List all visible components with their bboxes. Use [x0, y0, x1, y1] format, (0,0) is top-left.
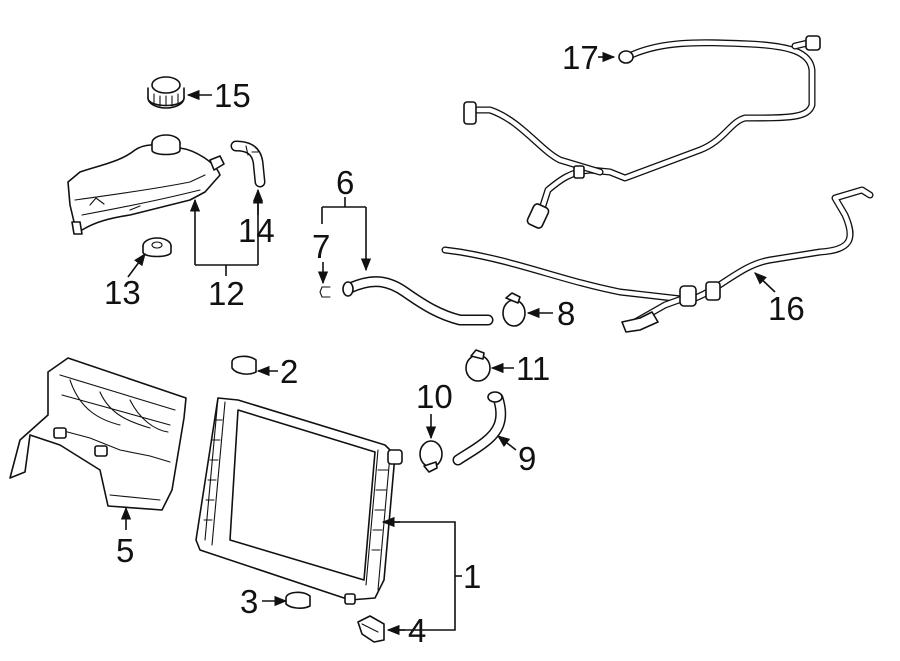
leader-16: [754, 272, 776, 293]
leader-12-bracket: [195, 264, 258, 276]
part-15-reservoir-cap: [147, 76, 185, 109]
part-5-air-deflector: [9, 357, 187, 511]
part-14-reservoir-hose: [230, 140, 266, 188]
callout-15: 15: [214, 77, 251, 114]
callout-17: 17: [562, 39, 599, 76]
part-2-insulator: [231, 355, 257, 375]
callout-6: 6: [336, 164, 354, 201]
part-3-insulator: [285, 591, 311, 609]
callout-3: 3: [240, 583, 258, 620]
pipe-connector-fitting: [526, 203, 550, 229]
reservoir-mount-tab: [71, 221, 83, 235]
leader-13: [127, 252, 146, 278]
pipe-top-fitting: [805, 35, 821, 51]
pipe-coupling-b: [705, 281, 721, 301]
part-4-drain-valve: [357, 615, 385, 643]
part-13-cushion: [142, 237, 172, 258]
callout-1: 1: [463, 558, 481, 595]
part-17-vent-pipe: [463, 35, 821, 229]
reservoir-outlet: [209, 155, 225, 171]
callout-2: 2: [280, 353, 298, 390]
part-16-coolant-pipe: [441, 186, 874, 333]
pipe-coupling-a: [679, 285, 697, 307]
callout-5: 5: [116, 532, 134, 569]
part-10-clamp: [419, 440, 443, 473]
leader-9: [496, 435, 517, 451]
callout-labels: 17 15 14 12 13 6 7 8 11 10 9 2 5 1 4 3 1…: [104, 39, 805, 649]
callout-16: 16: [768, 290, 805, 327]
pipe-end-fitting-17: [618, 50, 634, 64]
part-1-radiator: [195, 397, 403, 605]
leader-lines: [120, 51, 776, 636]
part-9-lower-hose: [452, 391, 507, 466]
callout-10: 10: [416, 378, 453, 415]
callout-8: 8: [557, 295, 575, 332]
callout-13: 13: [104, 274, 141, 311]
leader-6-bracket: [322, 197, 366, 208]
callout-9: 9: [518, 440, 536, 477]
callout-12: 12: [208, 275, 245, 312]
part-12-coolant-reservoir: [67, 134, 225, 235]
callout-14: 14: [238, 212, 275, 249]
part-6-upper-hose: [342, 276, 494, 326]
callout-11: 11: [516, 350, 550, 387]
pipe-clip: [573, 165, 585, 179]
part-11-clamp: [465, 349, 491, 382]
pipe-bracket: [621, 311, 659, 333]
part-7-hose-clip: [319, 286, 331, 298]
pipe-elbow-fitting: [463, 101, 477, 125]
callout-7: 7: [312, 228, 330, 265]
callout-4: 4: [408, 612, 426, 649]
part-8-clamp: [502, 292, 526, 327]
